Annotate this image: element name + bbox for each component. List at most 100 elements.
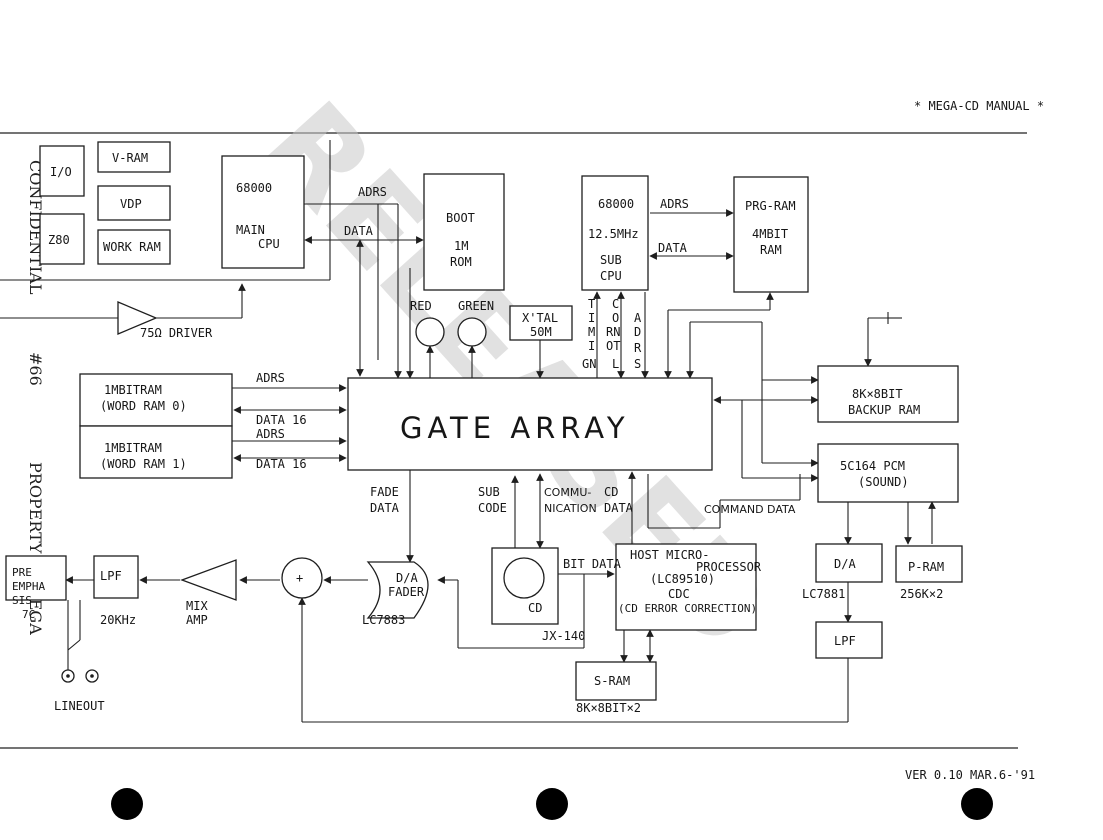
- svg-text:L: L: [612, 357, 619, 371]
- backup-ram-block: 8K×8BIT BACKUP RAM: [817, 365, 959, 423]
- binder-hole-left: [111, 788, 143, 820]
- svg-text:DATA: DATA: [344, 224, 374, 238]
- svg-text:50M: 50M: [530, 325, 552, 339]
- svg-text:8K×8BIT: 8K×8BIT: [852, 387, 903, 401]
- svg-text:P-RAM: P-RAM: [908, 560, 944, 574]
- svg-text:68000: 68000: [598, 197, 634, 211]
- svg-text:I: I: [588, 311, 595, 325]
- svg-text:WORK RAM: WORK RAM: [103, 240, 161, 254]
- svg-text:CD: CD: [528, 601, 542, 615]
- svg-text:20KHz: 20KHz: [100, 613, 136, 627]
- pre-emphasis-block: PRE EMPHA SIS 7C: [5, 555, 67, 621]
- sub-cpu-block: 68000 12.5MHz SUB CPU: [581, 175, 649, 291]
- pram-block: P-RAM: [895, 545, 963, 583]
- mix-amp-triangle: [180, 559, 237, 601]
- svg-text:256K×2: 256K×2: [900, 587, 943, 601]
- cdc-block: HOST MICRO- PROCESSOR (LC89510) CDC (CD …: [615, 543, 762, 631]
- io-block: I/O: [39, 145, 85, 197]
- svg-text:X'TAL: X'TAL: [522, 311, 558, 325]
- svg-text:I: I: [588, 339, 595, 353]
- svg-text:DATA: DATA: [370, 501, 400, 515]
- svg-text:BIT DATA: BIT DATA: [563, 557, 622, 571]
- svg-text:MAIN: MAIN: [236, 223, 265, 237]
- pcm-block: 5C164 PCM (SOUND): [817, 443, 959, 503]
- svg-text:RAM: RAM: [760, 243, 782, 257]
- svg-text:68000: 68000: [236, 181, 272, 195]
- main-cpu-block: 68000 MAIN CPU: [221, 155, 305, 269]
- svg-text:SUB: SUB: [600, 253, 622, 267]
- svg-text:LINEOUT: LINEOUT: [54, 699, 105, 713]
- svg-text:VDP: VDP: [120, 197, 142, 211]
- svg-text:ADRS: ADRS: [358, 185, 387, 199]
- svg-text:1M: 1M: [454, 239, 468, 253]
- vdp-block: VDP: [97, 185, 171, 221]
- boot-rom-block: BOOT 1M ROM: [423, 173, 505, 291]
- xtal-block: X'TAL 50M: [509, 305, 573, 341]
- svg-text:LC7881: LC7881: [802, 587, 845, 601]
- svg-text:ADRS: ADRS: [256, 371, 285, 385]
- svg-text:BOOT: BOOT: [446, 211, 475, 225]
- lpf-left-block: LPF: [93, 555, 139, 599]
- svg-text:I/O: I/O: [50, 165, 72, 179]
- svg-text:D/A: D/A: [834, 557, 856, 571]
- svg-text:5C164 PCM: 5C164 PCM: [840, 459, 905, 473]
- svg-text:+: +: [296, 571, 303, 585]
- svg-text:COMMU-: COMMU-: [544, 486, 591, 499]
- svg-text:(CD ERROR CORRECTION): (CD ERROR CORRECTION): [618, 602, 757, 615]
- svg-text:CD: CD: [604, 485, 618, 499]
- svg-text:OT: OT: [606, 339, 620, 353]
- svg-text:D: D: [634, 325, 641, 339]
- svg-text:1MBITRAM: 1MBITRAM: [104, 441, 162, 455]
- svg-text:GREEN: GREEN: [458, 299, 494, 313]
- z80-block: Z80: [39, 213, 85, 265]
- svg-text:(LC89510): (LC89510): [650, 572, 715, 586]
- svg-text:C: C: [612, 297, 619, 311]
- lineout-jacks: [61, 669, 99, 683]
- svg-text:DATA: DATA: [604, 501, 634, 515]
- svg-text:12.5MHz: 12.5MHz: [588, 227, 639, 241]
- prg-ram-block: PRG-RAM 4MBIT RAM: [733, 176, 809, 293]
- svg-text:FADER: FADER: [388, 585, 425, 599]
- cd-block: CD: [491, 547, 559, 625]
- svg-text:D/A: D/A: [396, 571, 418, 585]
- svg-text:LPF: LPF: [834, 634, 856, 648]
- word-ram-1-block: 1MBITRAM (WORD RAM 1): [79, 425, 233, 479]
- svg-text:(SOUND): (SOUND): [858, 475, 909, 489]
- sram-block: S-RAM: [575, 661, 657, 701]
- svg-text:PROCESSOR: PROCESSOR: [696, 560, 762, 574]
- svg-text:GATE ARRAY: GATE ARRAY: [400, 411, 630, 445]
- vram-block: V-RAM: [97, 141, 171, 173]
- svg-text:FADE: FADE: [370, 485, 399, 499]
- da-block: D/A: [815, 543, 883, 583]
- svg-text:HOST MICRO-: HOST MICRO-: [630, 548, 709, 562]
- mixer-circle: +: [281, 557, 323, 599]
- svg-text:T: T: [588, 297, 595, 311]
- lpf-right-block: LPF: [815, 621, 883, 659]
- svg-text:Z80: Z80: [48, 233, 70, 247]
- version-label: VER 0.10 MAR.6-'91: [905, 768, 1035, 782]
- svg-text:ROM: ROM: [450, 255, 472, 269]
- svg-text:SIS: SIS: [12, 594, 32, 607]
- da-fader-block: D/A FADER: [366, 561, 429, 619]
- svg-text:GN: GN: [582, 357, 596, 371]
- svg-text:PRG-RAM: PRG-RAM: [745, 199, 796, 213]
- svg-text:JX-140: JX-140: [542, 629, 585, 643]
- manual-title: * MEGA-CD MANUAL *: [914, 99, 1044, 113]
- svg-text:MIX: MIX: [186, 599, 208, 613]
- svg-text:SUB: SUB: [478, 485, 500, 499]
- driver-triangle: 75Ω DRIVER: [117, 301, 213, 340]
- svg-text:PRE: PRE: [12, 566, 32, 579]
- svg-text:AMP: AMP: [186, 613, 208, 627]
- svg-text:BACKUP RAM: BACKUP RAM: [848, 403, 920, 417]
- red-green-outputs: [415, 317, 487, 347]
- wires: [0, 140, 936, 723]
- svg-text:NICATION: NICATION: [544, 502, 597, 515]
- doc-number-label: #66: [26, 352, 45, 386]
- svg-text:(WORD RAM 1): (WORD RAM 1): [100, 457, 187, 471]
- svg-text:ADRS: ADRS: [660, 197, 689, 211]
- svg-text:(WORD RAM 0): (WORD RAM 0): [100, 399, 187, 413]
- work-ram-block: WORK RAM: [97, 229, 171, 265]
- binder-hole-right: [961, 788, 993, 820]
- svg-text:V-RAM: V-RAM: [112, 151, 148, 165]
